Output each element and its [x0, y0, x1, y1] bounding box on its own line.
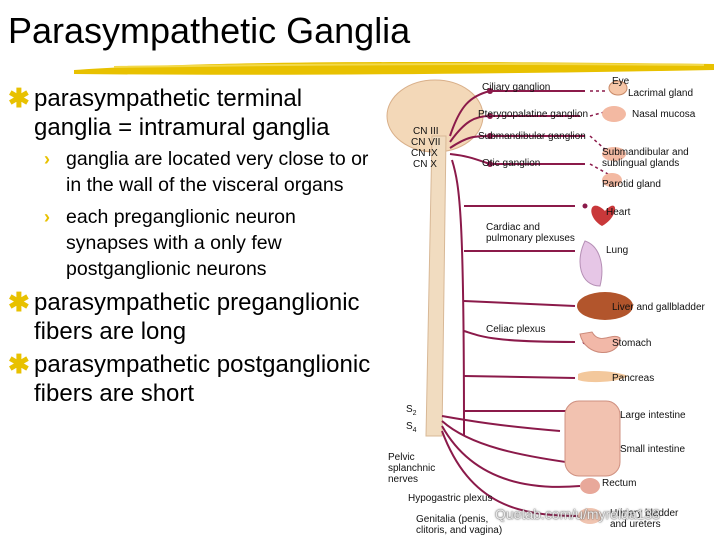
ureters-label: and ureters [610, 519, 661, 530]
bullet-text: parasympathetic postganglionic fibers ar… [34, 351, 371, 407]
svg-text:S4: S4 [406, 421, 417, 434]
chevron-right-icon: › [44, 207, 50, 227]
intestine-illustration [564, 400, 621, 477]
pancreas-illustration [578, 370, 628, 383]
rectum-illustration [580, 478, 600, 494]
heart-illustration [591, 205, 616, 226]
submandibular-label: Submandibular and [602, 147, 689, 158]
hypogastric-plexus-label: Hypogastric plexus [408, 493, 492, 504]
s2-label: S [406, 404, 413, 415]
parasympathetic-diagram: CN III CN VII CN IX CN X Ciliary ganglio… [386, 76, 706, 536]
cn-vii-label: CN VII [411, 137, 440, 148]
cn-ix-label: CN IX [411, 148, 438, 159]
celiac-plexus-label: Celiac plexus [486, 324, 545, 335]
pterygopalatine-ganglion-label: Pterygopalatine ganglion [478, 109, 588, 120]
nasal-mucosa-label: Nasal mucosa [632, 109, 696, 120]
rectum-label: Rectum [602, 478, 636, 489]
bullet-item: ✱ parasympathetic preganglionic fibers a… [8, 288, 380, 346]
lacrimal-gland-label: Lacrimal gland [628, 88, 693, 99]
eye-label: Eye [612, 76, 630, 87]
cn-iii-label: CN III [413, 126, 439, 137]
salivary-gland-illustration [602, 147, 626, 161]
lung-illustration [579, 240, 603, 287]
liver-illustration [577, 292, 633, 320]
star-bullet-icon: ✱ [8, 349, 30, 379]
bullet-item: ✱ parasympathetic terminal ganglia = int… [8, 84, 380, 142]
nasal-mucosa-illustration [602, 106, 626, 122]
sub-bullet-text: each preganglionic neuron synapses with … [66, 206, 296, 280]
sub-bullet-item: › ganglia are located very close to or i… [8, 146, 380, 198]
splanchnic-label: splanchnic [388, 463, 435, 474]
lung-label: Lung [606, 245, 628, 256]
stomach-illustration [579, 331, 621, 353]
genitalia-label: Genitalia (penis, [416, 514, 488, 525]
spinal-cord [425, 135, 447, 437]
bullet-text: parasympathetic preganglionic fibers are… [34, 289, 360, 345]
sublingual-label: sublingual glands [602, 158, 679, 169]
chevron-right-icon: › [44, 149, 50, 169]
liver-label: Liver and gallbladder [612, 302, 706, 313]
heart-label: Heart [606, 207, 631, 218]
pelvic-label: Pelvic [388, 452, 415, 463]
otic-ganglion-label: Otic ganglion [482, 158, 540, 169]
s4-subscript: 4 [413, 427, 417, 434]
nerves-label: nerves [388, 474, 418, 485]
ciliary-ganglion-label: Ciliary ganglion [482, 82, 550, 93]
cardiac-plexus-label: Cardiac and [486, 222, 540, 233]
bullet-item: ✱ parasympathetic postganglionic fibers … [8, 350, 380, 408]
star-bullet-icon: ✱ [8, 287, 30, 317]
urinary-bladder-label: Urinary bladder [610, 508, 679, 519]
stomach-label: Stomach [612, 338, 651, 349]
submandibular-ganglion-label: Submandibular ganglion [478, 131, 586, 142]
pancreas-label: Pancreas [612, 373, 654, 384]
pulmonary-plexus-label: pulmonary plexuses [486, 233, 575, 244]
large-intestine-label: Large intestine [620, 410, 686, 421]
cn-x-label: CN X [413, 159, 437, 170]
svg-text:S2: S2 [406, 404, 417, 417]
s4-label: S [406, 421, 413, 432]
eye-illustration [608, 80, 628, 96]
genitalia-sub-label: clitoris, and vagina) [416, 525, 502, 536]
bullet-list: ✱ parasympathetic terminal ganglia = int… [8, 84, 380, 412]
bladder-illustration [578, 508, 602, 524]
sub-bullet-item: › each preganglionic neuron synapses wit… [8, 204, 380, 282]
star-bullet-icon: ✱ [8, 83, 30, 113]
parotid-gland-label: Parotid gland [602, 179, 661, 190]
title-underline-brushstroke [74, 62, 714, 75]
bullet-text: parasympathetic terminal ganglia = intra… [34, 85, 330, 141]
parotid-gland-illustration [602, 173, 622, 187]
s2-subscript: 2 [413, 410, 417, 417]
watermark: Quetab.com/u/myrelda133 [495, 506, 660, 522]
sub-bullet-text: ganglia are located very close to or in … [66, 148, 369, 196]
slide-title: Parasympathetic Ganglia [8, 10, 411, 51]
small-intestine-label: Small intestine [620, 444, 685, 455]
